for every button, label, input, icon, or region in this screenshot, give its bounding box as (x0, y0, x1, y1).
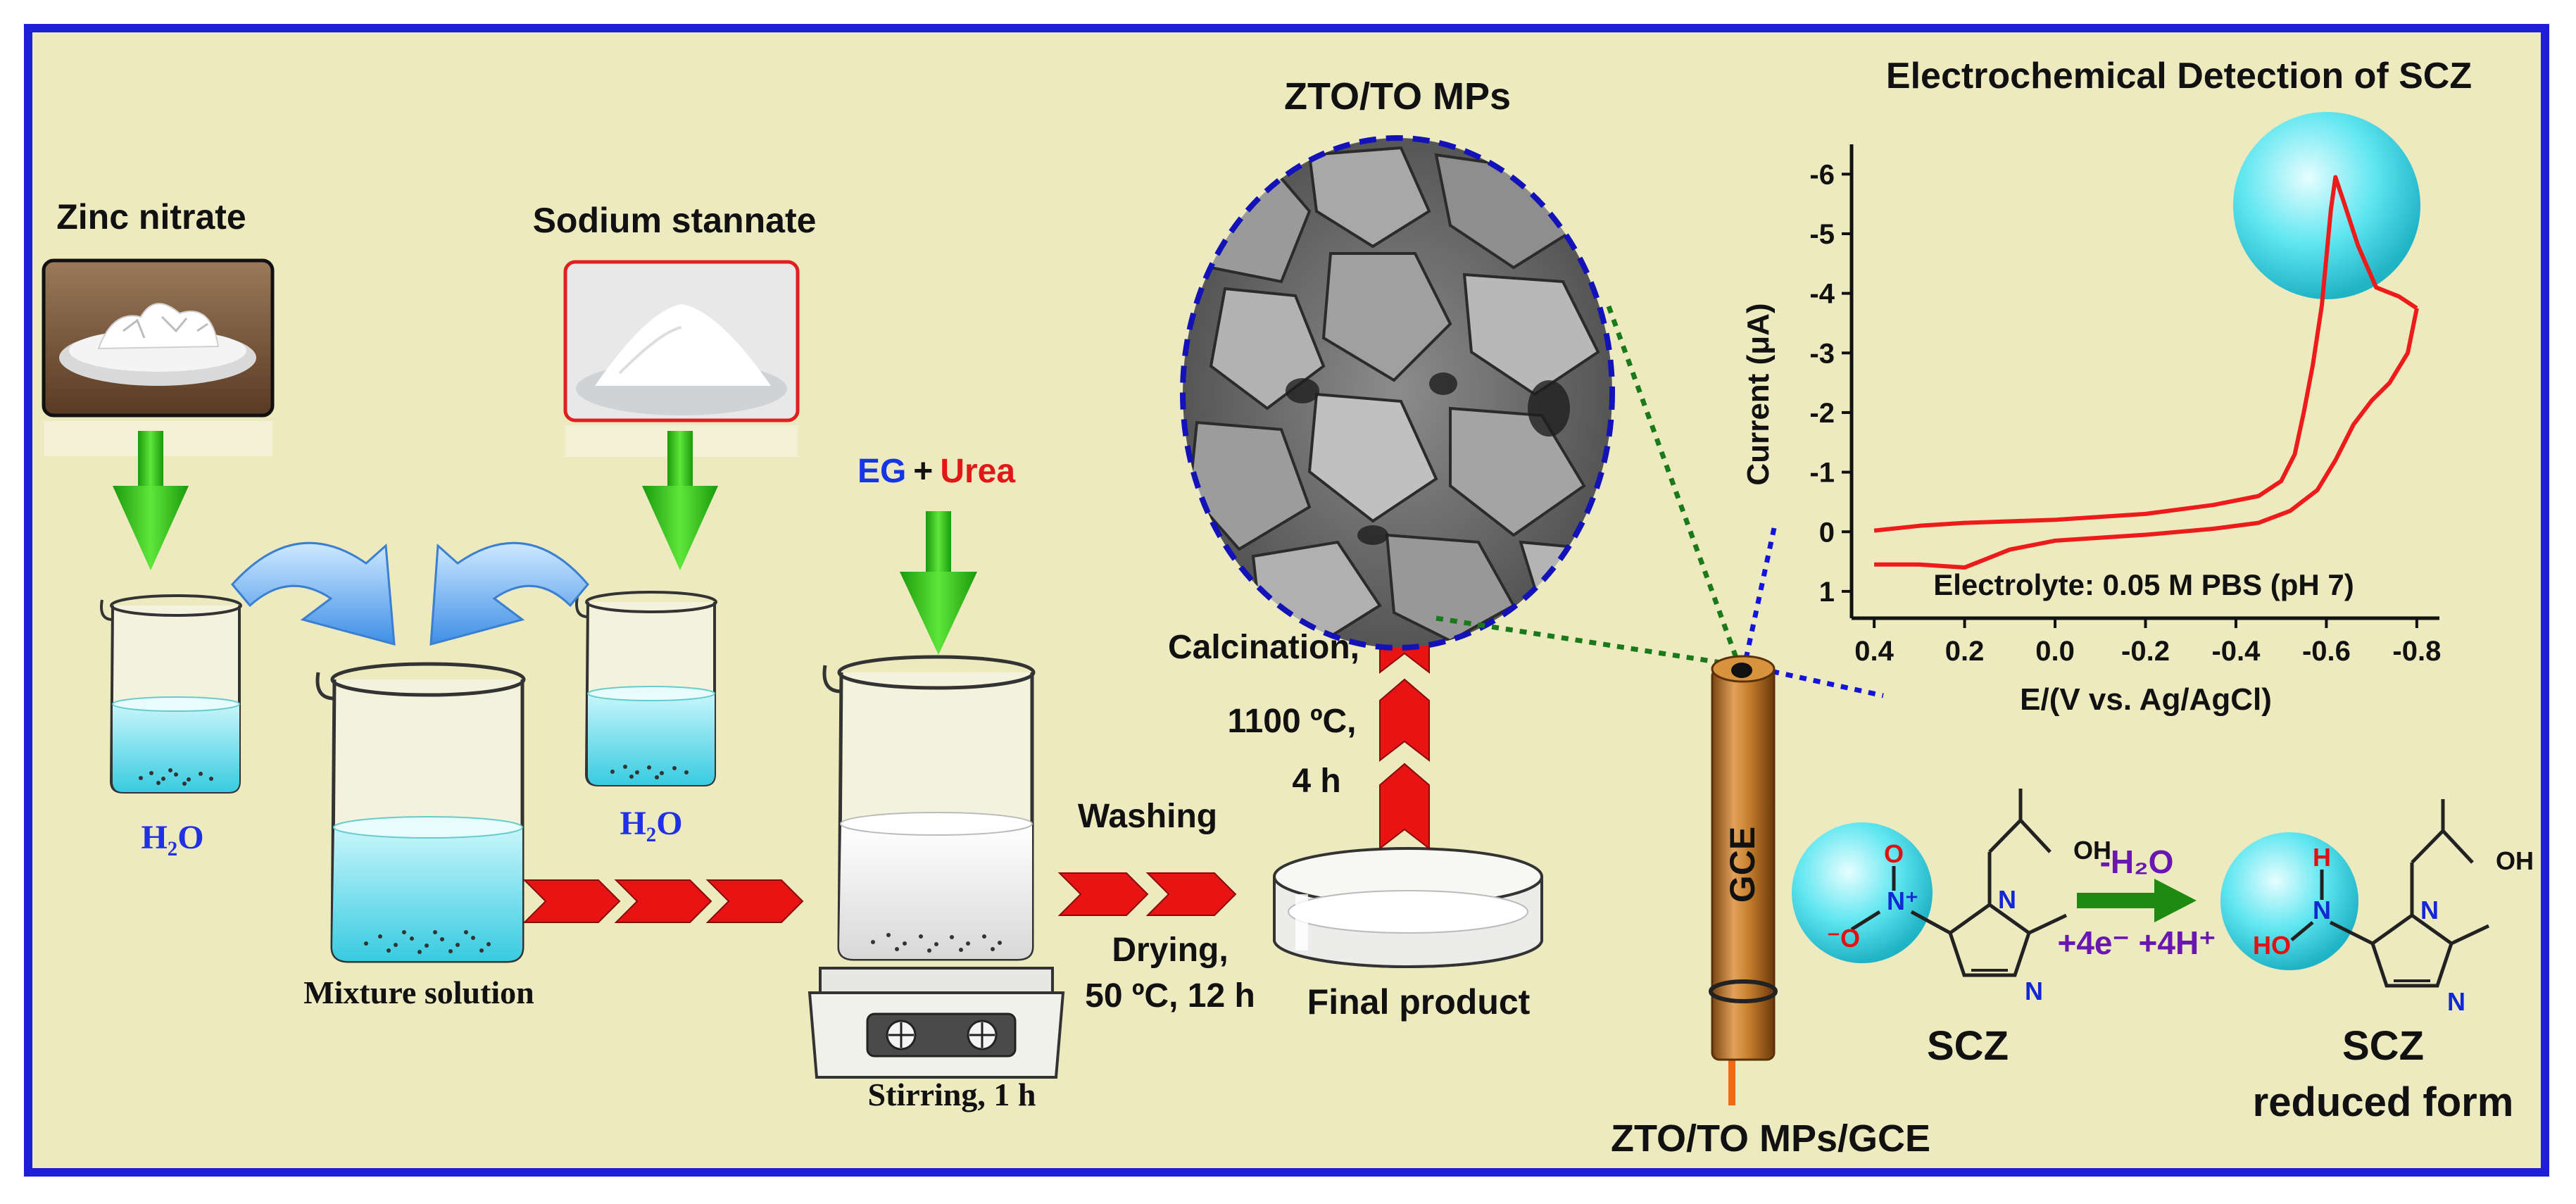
electrolyte-annotation: Electrolyte: 0.05 M PBS (pH 7) (1933, 568, 2354, 601)
atom-o-minus: ⁻O (1827, 924, 1860, 953)
y-tick-label: -4 (1809, 279, 1835, 310)
blue-curved-arrow-right (429, 541, 589, 646)
beaker-stirring (822, 655, 1036, 961)
hydroxylamine-bubble (2220, 832, 2358, 970)
reaction-arrow (2077, 879, 2197, 922)
x-ticks: 0.4 0.2 0.0 -0.2 -0.4 -0.6 -0.8 (1854, 618, 2441, 667)
y-tick-label: -3 (1809, 338, 1835, 369)
hot-plate-stirrer-icon (808, 967, 1065, 1079)
atom-oh-reduced: OH (2496, 846, 2534, 875)
x-tick-label: 0.4 (1854, 636, 1894, 667)
cv-chart: Electrochemical Detection of SCZ -6-5-4-… (1741, 56, 2472, 717)
green-arrow-zinc (113, 431, 189, 570)
scz-reduced-label-line1: SCZ (2342, 1023, 2424, 1069)
electron-proton-label: +4e⁻ +4H⁺ (2057, 924, 2216, 961)
calcination-time-label: 4 h (1292, 763, 1340, 800)
chart-title: Electrochemical Detection of SCZ (1886, 56, 2472, 96)
x-tick-label: -0.4 (2211, 636, 2261, 667)
cv-reverse-scan-line (1874, 308, 2419, 570)
y-axis-label: Current (μA) (1741, 303, 1776, 485)
minus-water-label: -H₂O (2100, 844, 2174, 880)
y-tick-label: -5 (1809, 219, 1835, 250)
x-tick-label: 0.2 (1945, 636, 1985, 667)
zoom-line-blue-top (1742, 527, 1777, 666)
zoom-line-blue-bottom (1744, 663, 1884, 698)
peak-highlight-bubble (2233, 112, 2420, 299)
nitro-bubble (1792, 822, 1933, 963)
y-tick-label: 0 (1819, 517, 1835, 548)
sodium-stannate-powder-icon (563, 260, 800, 457)
drying-label: Drying, (1112, 932, 1228, 969)
mixture-label: Mixture solution (303, 974, 534, 1010)
cv-forward-scan-line (1873, 175, 2418, 533)
atom-n-ring-reduced: N (2420, 896, 2439, 924)
water-label-right: H₂O (620, 805, 682, 842)
atom-n-hydroxylamine: N (2313, 896, 2331, 924)
water-label-left: H₂O (141, 819, 203, 856)
final-product-label: Final product (1307, 982, 1531, 1022)
atom-o: O (1884, 839, 1904, 868)
stirring-label: Stirring, 1 h (868, 1077, 1036, 1112)
x-tick-label: -0.6 (2302, 636, 2351, 667)
atom-oh: OH (2073, 836, 2111, 865)
x-axis-label: E/(V vs. Ag/AgCl) (2020, 682, 2272, 717)
x-tick-label: 0.0 (2035, 636, 2075, 667)
atom-n-imine: N (2025, 977, 2043, 1005)
atom-n-imine-reduced: N (2447, 987, 2465, 1016)
x-tick-label: -0.2 (2121, 636, 2170, 667)
blue-frame (24, 24, 2549, 1177)
atom-ho: HO (2253, 931, 2291, 960)
y-tick-label: 1 (1819, 577, 1835, 608)
y-tick-label: -1 (1809, 458, 1835, 489)
red-chevron-arrows-wash (1057, 872, 1237, 916)
eg-urea-label: EG+Urea (857, 453, 1015, 490)
atom-n-ring: N (1998, 885, 2016, 914)
blue-curved-arrow-left (231, 541, 396, 646)
y-ticks: -6 -5 -4 -3 -2 -1 0 1 (1809, 159, 1852, 608)
green-arrow-eg-urea (900, 511, 977, 655)
scz-label: SCZ (1927, 1023, 2009, 1069)
y-tick-label: -6 (1809, 159, 1835, 190)
electrode-label: ZTO/TO MPs/GCE (1611, 1117, 1930, 1160)
red-chevron-arrows-mix (522, 879, 804, 923)
zinc-nitrate-label: Zinc nitrate (56, 197, 246, 237)
petri-dish-final-product (1273, 847, 1543, 968)
zoom-line-green-bottom (1435, 615, 1740, 668)
sem-micrograph-icon (1180, 135, 1615, 651)
beaker-mixture (315, 662, 526, 963)
scz-molecule: OH N N O N⁺ ⁻O (1792, 789, 2111, 1005)
y-tick-label: -2 (1809, 398, 1835, 429)
gce-electrode: GCE (1709, 655, 1778, 1105)
atom-h: H (2313, 843, 2331, 872)
scz-reduced-molecule: OH N N H N HO (2220, 799, 2534, 1016)
sodium-stannate-label: Sodium stannate (533, 201, 817, 240)
atom-n-plus: N⁺ (1887, 886, 1918, 915)
scz-reduced-label-line2: reduced form (2253, 1079, 2514, 1125)
gce-label: GCE (1723, 827, 1762, 903)
calcination-temperature-label: 1100 ºC, (1228, 703, 1357, 740)
beaker-water-right (575, 591, 717, 786)
x-tick-label: -0.8 (2392, 636, 2441, 667)
green-arrow-stannate (642, 431, 718, 570)
series-lines (1873, 175, 2419, 570)
washing-label: Washing (1078, 798, 1217, 835)
sem-title: ZTO/TO MPs (1284, 75, 1511, 118)
beaker-water-left (100, 594, 242, 794)
zinc-nitrate-crystals-icon (42, 258, 275, 456)
drying-conditions-label: 50 ºC, 12 h (1085, 977, 1255, 1015)
